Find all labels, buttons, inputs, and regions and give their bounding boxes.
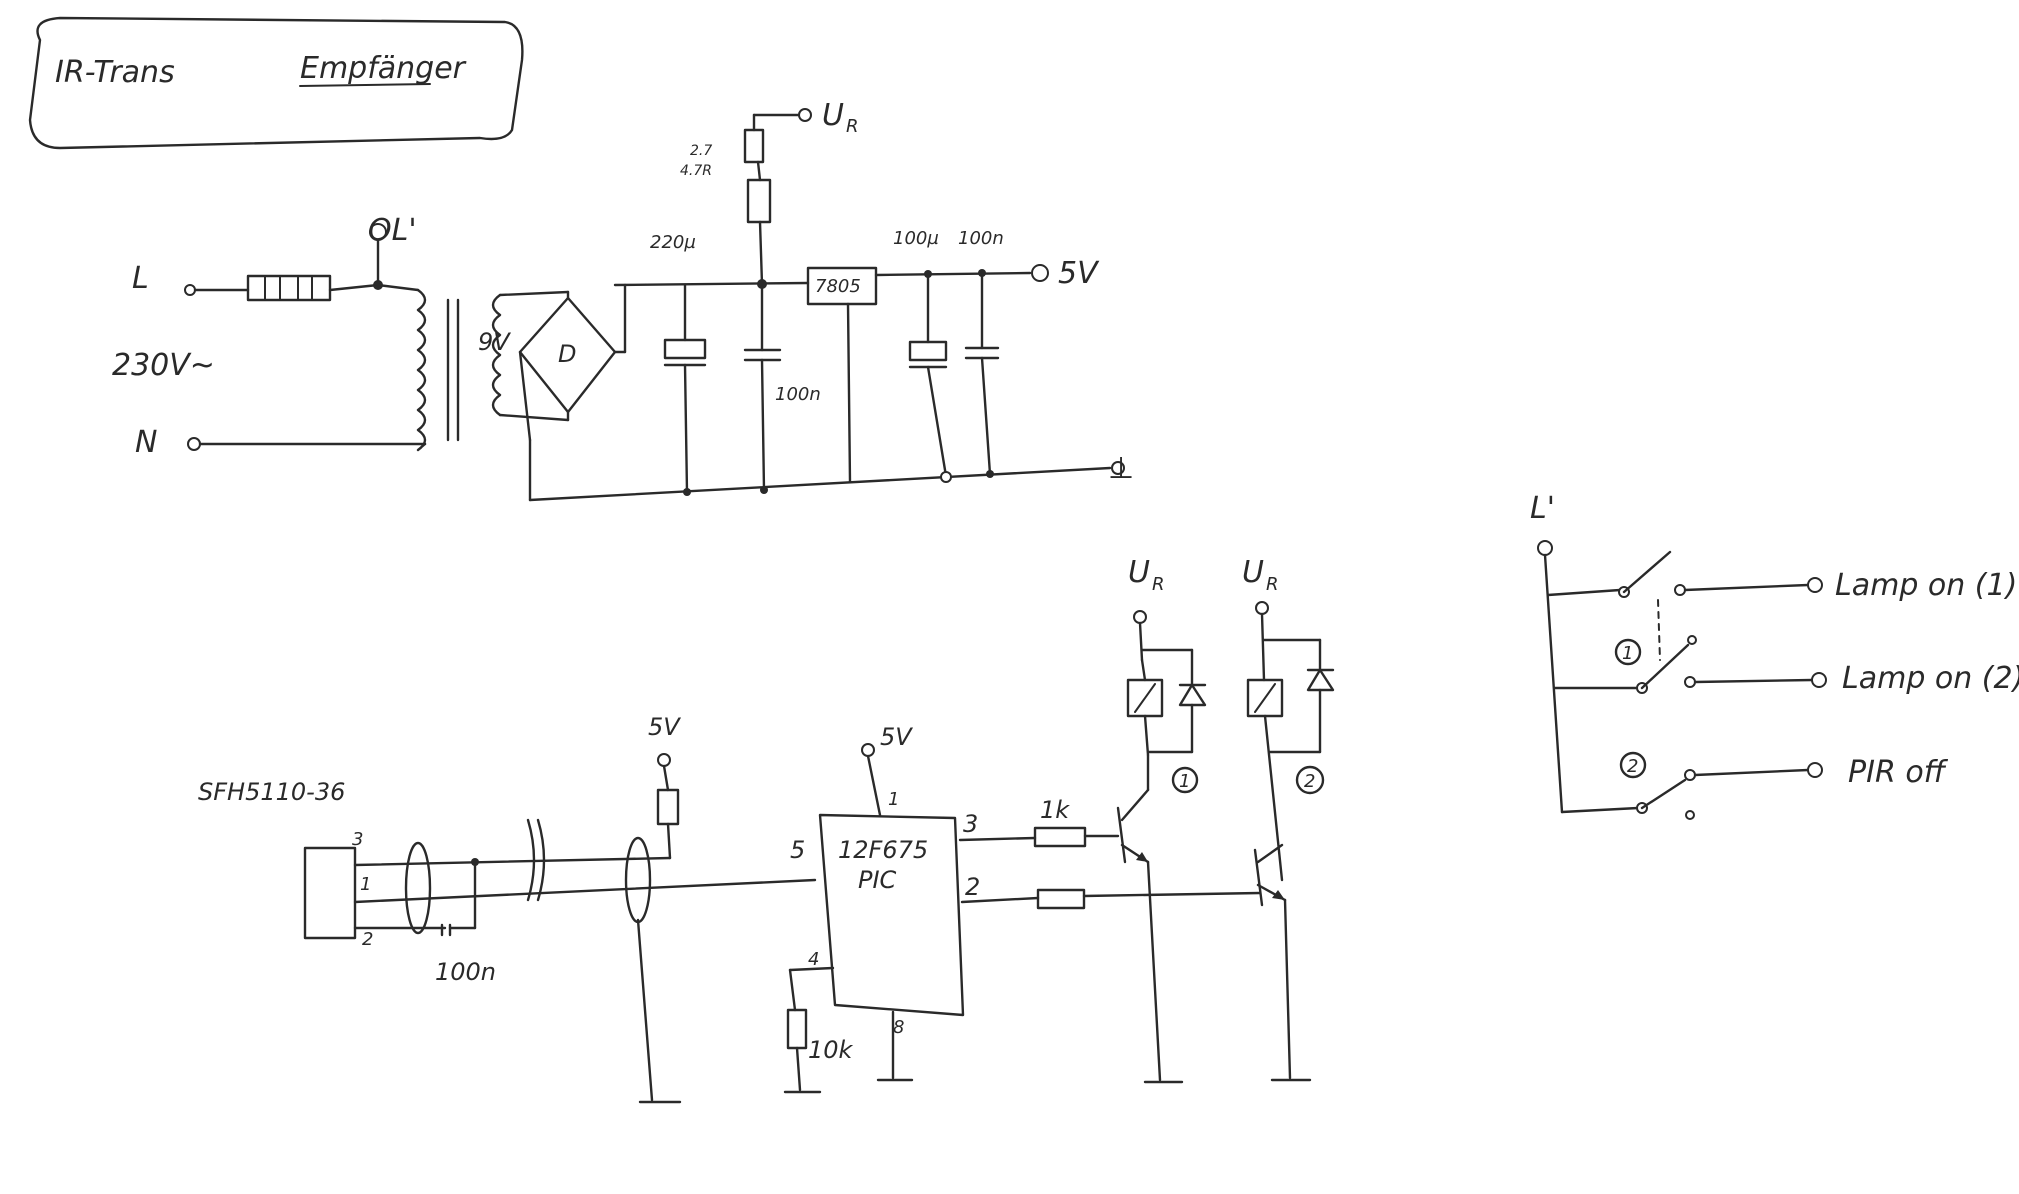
label-out2: Lamp on (2) — [1842, 661, 2019, 696]
label-res-top: 2.7 — [690, 143, 712, 159]
sensor-body — [303, 846, 357, 940]
label-L-prime: OL' — [368, 213, 417, 248]
label-res-base: 1k — [1040, 796, 1070, 824]
cable-shield-b — [624, 836, 652, 924]
label-gnd: ⊥ — [1108, 451, 1134, 486]
label-rectifier: D — [558, 340, 576, 368]
relay-driver-2: U R 2 — [1242, 555, 1335, 1082]
label-relay2-ur-sub: R — [1266, 574, 1279, 595]
mcu-body — [818, 813, 965, 1017]
label-cap4: 100n — [958, 228, 1004, 249]
switch1-lever — [1622, 550, 1672, 594]
mcu-pin3: 3 — [963, 810, 978, 838]
transformer-primary — [416, 288, 427, 452]
label-res-pulldown: 10k — [808, 1036, 854, 1064]
label-ur-sub: R — [846, 116, 859, 137]
label-mcu-line2: PIC — [858, 866, 897, 894]
mcu-pin2: 2 — [965, 873, 980, 901]
regulator-7805 — [806, 266, 878, 306]
label-mains: 230V~ — [112, 348, 215, 383]
terminal-ur — [798, 108, 812, 122]
terminal-5V — [1031, 264, 1049, 282]
terminal-L — [184, 284, 196, 296]
label-sw2: 2 — [1627, 756, 1638, 777]
sensor-pin2: 2 — [362, 929, 373, 950]
label-N: N — [135, 425, 157, 460]
label-ur: U — [822, 98, 844, 133]
label-9V: 9V — [478, 328, 511, 356]
sensor-pin3: 3 — [352, 829, 363, 850]
resistor-pulldown — [786, 1008, 808, 1050]
label-mcu-vcc: 5V — [880, 723, 913, 751]
terminal-lprime-out — [1537, 540, 1553, 556]
cable-shield-a — [404, 841, 432, 935]
transformer-secondary — [491, 293, 502, 417]
label-lprime: L' — [1530, 491, 1555, 526]
label-5V: 5V — [1058, 256, 1100, 291]
rail-unreg — [613, 281, 810, 287]
terminal-out3 — [1807, 762, 1823, 778]
label-cap1: 220µ — [650, 232, 696, 253]
terminal-gnd — [1111, 461, 1125, 475]
relay-driver-1: U R 1 — [1116, 555, 1207, 1084]
switch3-marker — [1619, 751, 1647, 779]
terminal-N — [187, 437, 201, 451]
label-res-bot: 4.7R — [680, 163, 712, 179]
label-L: L — [132, 261, 149, 296]
label-sw1: 1 — [1622, 643, 1633, 664]
sensor-pin1: 1 — [360, 874, 371, 895]
label-regulator: 7805 — [815, 276, 861, 297]
label-out1: Lamp on (1) — [1835, 568, 2017, 603]
transistor1-base — [1116, 806, 1127, 864]
cap-220u — [663, 338, 707, 360]
resistor-ur-lower — [746, 178, 772, 224]
title-part2: Empfänger — [300, 51, 467, 86]
label-relay1-ur: U — [1128, 555, 1150, 590]
label-cap2: 100n — [775, 384, 821, 405]
mcu-pin8: 8 — [893, 1017, 904, 1038]
label-out3: PIR off — [1848, 755, 1949, 790]
ir-receiver: SFH5110-36 3 1 2 100n 5V — [198, 713, 817, 1104]
relay2-marker — [1295, 765, 1325, 795]
title-underline — [299, 83, 431, 87]
label-rx-cap: 100n — [435, 958, 496, 986]
terminal-out2 — [1811, 672, 1827, 688]
transistor2-base — [1253, 848, 1264, 907]
mcu-pin1: 1 — [888, 789, 899, 810]
power-supply: L OL' 230V~ N 9V D — [112, 98, 1134, 502]
title-part1: IR-Trans — [55, 55, 175, 90]
resistor-base-1 — [1033, 826, 1087, 848]
cable-break — [526, 818, 546, 902]
switch2-lever — [1640, 643, 1690, 690]
relay1-marker — [1171, 766, 1199, 794]
label-rx-vcc: 5V — [648, 713, 681, 741]
switch2-marker — [1614, 638, 1642, 666]
label-relay2-ur: U — [1242, 555, 1264, 590]
label-relay1-num: 1 — [1179, 771, 1190, 792]
switch3-lever — [1640, 778, 1687, 810]
fuse — [246, 274, 332, 302]
mcu-pin4: 4 — [808, 949, 819, 970]
resistor-rx-pull — [656, 788, 680, 826]
relay2-diode — [1306, 668, 1335, 692]
output-switches: L' Lamp on (1) 1 Lamp on (2) 2 PIR off — [1530, 491, 2019, 820]
label-relay1-ur-sub: R — [1152, 574, 1165, 595]
terminal-L-prime — [369, 223, 387, 241]
pic-mcu: 5V 1 12F675 PIC 5 3 2 4 8 10k 1k — [783, 723, 1262, 1094]
mechanical-link — [1657, 599, 1661, 661]
terminal-out1 — [1807, 577, 1823, 593]
rail-gnd — [528, 466, 1112, 502]
label-cap3: 100µ — [893, 228, 939, 249]
relay1-diode — [1178, 683, 1207, 707]
mcu-pin5: 5 — [790, 836, 805, 864]
label-relay2-num: 2 — [1304, 771, 1315, 792]
resistor-base-2 — [1036, 888, 1086, 910]
label-mcu-line1: 12F675 — [838, 836, 928, 864]
title-box: IR-Trans Empfänger — [28, 16, 524, 150]
label-sensor: SFH5110-36 — [198, 778, 345, 806]
cap-100u — [908, 340, 948, 362]
resistor-ur-upper — [743, 128, 765, 164]
